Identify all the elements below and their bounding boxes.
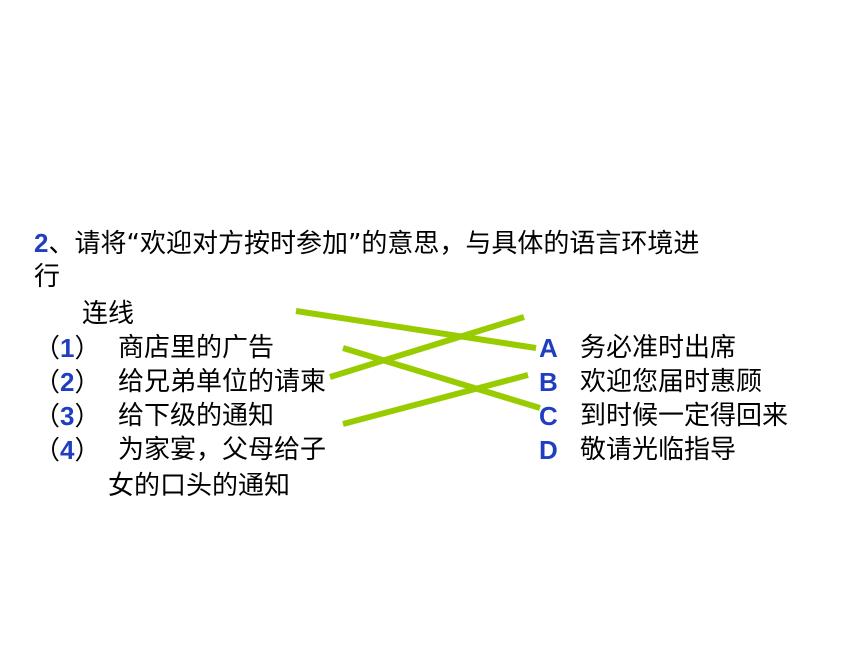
left-item-number: 1 xyxy=(60,333,75,363)
left-item-2: （2） xyxy=(34,367,101,398)
left-item-3: （3） xyxy=(34,401,101,432)
right-item-letter: A xyxy=(539,333,558,363)
right-item-d-text: 敬请光临指导 xyxy=(580,435,737,465)
right-item-c-text: 到时候一定得回来 xyxy=(580,401,789,431)
right-item-letter: C xyxy=(539,401,558,431)
right-item-b-text: 欢迎您届时惠顾 xyxy=(580,367,763,397)
left-item-1: （1） xyxy=(34,333,101,364)
question-number: 2 xyxy=(34,228,49,258)
right-item-letter: D xyxy=(539,435,558,465)
question-line-2: 行 xyxy=(34,262,61,292)
left-item-4-continuation: 女的口头的通知 xyxy=(108,471,291,501)
connector-line-1-to-a xyxy=(295,308,537,351)
right-item-c: C xyxy=(539,399,558,434)
left-item-1-text: 商店里的广告 xyxy=(118,333,275,363)
left-item-number: 4 xyxy=(60,435,75,465)
left-item-2-text: 给兄弟单位的请柬 xyxy=(118,367,327,397)
connector-line-4-to-c xyxy=(342,345,541,411)
right-item-a: A xyxy=(539,331,558,366)
connector-line-2-to-d xyxy=(329,314,525,380)
left-item-number: 3 xyxy=(60,401,75,431)
question-prompt: 、请将“欢迎对方按时参加”的意思，与具体的语言环境进 xyxy=(48,229,700,259)
left-item-4-text: 为家宴，父母给子 xyxy=(118,435,327,465)
right-item-letter: B xyxy=(539,367,558,397)
question-line-3: 连线 xyxy=(82,299,135,329)
left-item-3-text: 给下级的通知 xyxy=(118,401,275,431)
left-item-number: 2 xyxy=(60,367,75,397)
question-line-1: 2、请将“欢迎对方按时参加”的意思，与具体的语言环境进 xyxy=(34,226,699,261)
connector-line-3-to-b xyxy=(342,372,529,427)
left-item-4: （4） xyxy=(34,435,101,466)
right-item-a-text: 务必准时出席 xyxy=(580,333,737,363)
right-item-d: D xyxy=(539,433,558,468)
right-item-b: B xyxy=(539,365,558,400)
